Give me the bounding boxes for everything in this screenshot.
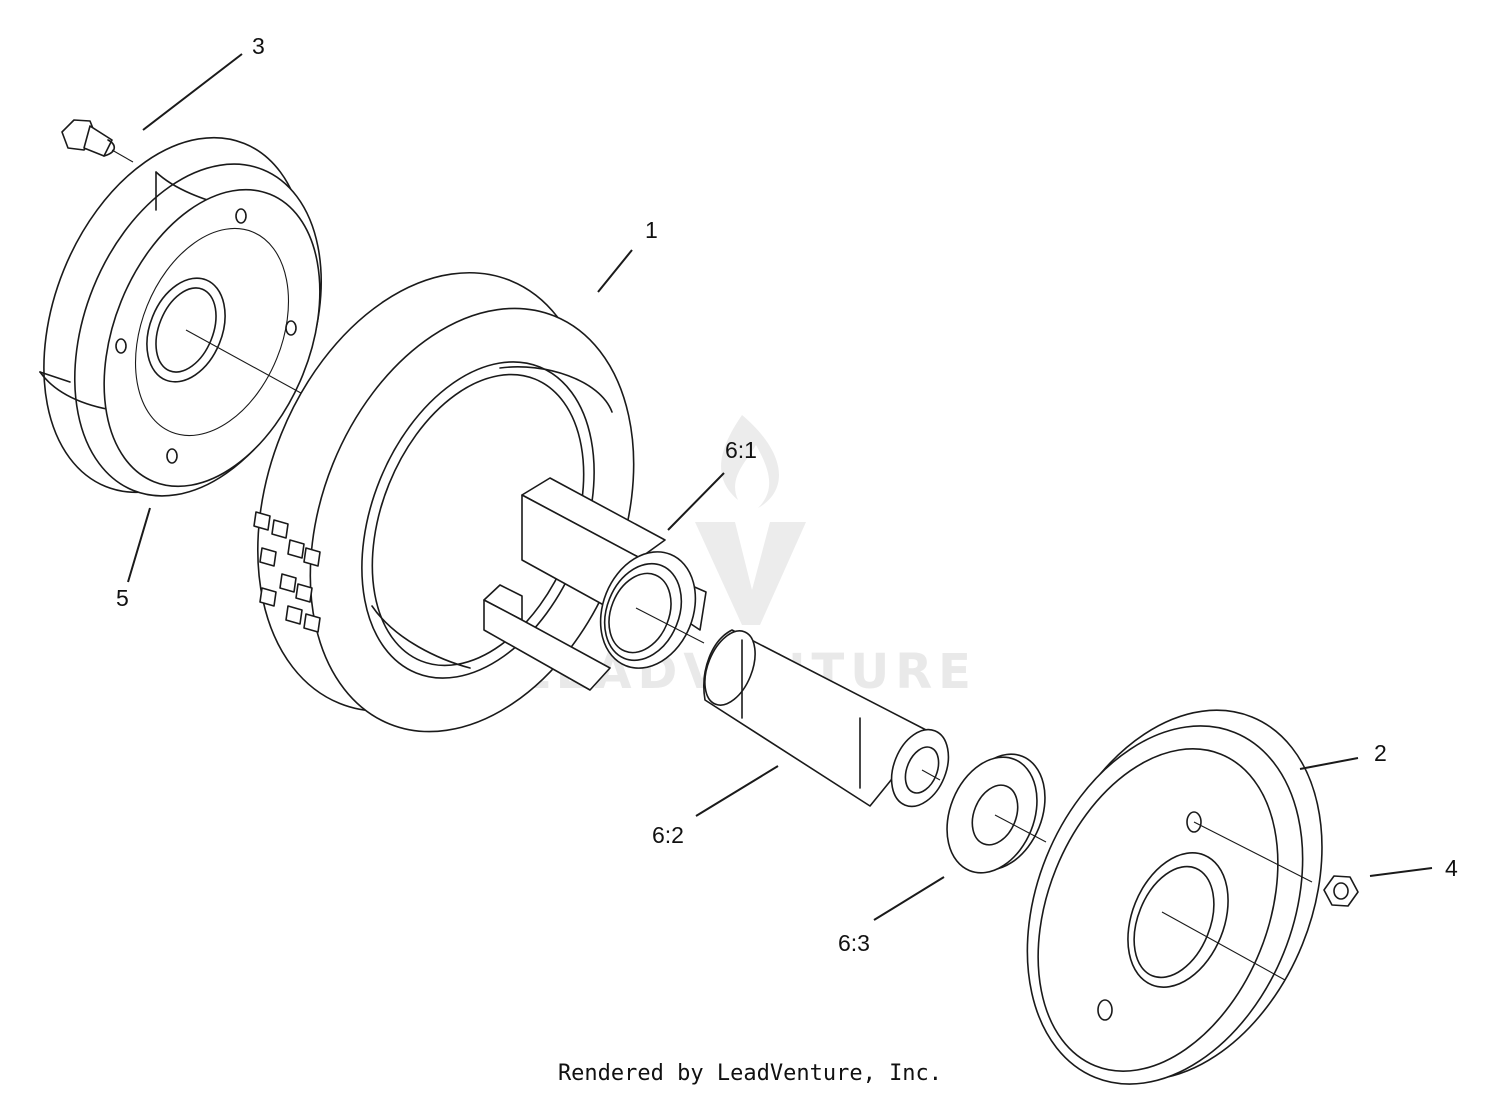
callout-3: 3 xyxy=(252,33,265,59)
part-1-tire xyxy=(253,271,635,733)
leader-6-2 xyxy=(695,765,779,817)
leader-2 xyxy=(1299,757,1359,770)
rendered-by-footer: Rendered by LeadVenture, Inc. xyxy=(557,1061,943,1086)
callout-5: 5 xyxy=(116,585,129,611)
part-6-2-spacer-tube xyxy=(703,629,950,808)
part-6-1-hub xyxy=(483,477,707,691)
leader-4 xyxy=(1369,867,1433,877)
tire-tread-pattern xyxy=(253,511,321,633)
callout-6-1: 6:1 xyxy=(725,437,757,463)
leader-lines xyxy=(127,53,1433,921)
leader-5 xyxy=(127,507,151,583)
part-3-bolt xyxy=(61,119,134,163)
leader-1 xyxy=(597,249,633,293)
callout-6-2: 6:2 xyxy=(652,822,684,848)
leader-6-1 xyxy=(667,472,725,531)
callout-6-3: 6:3 xyxy=(838,930,870,956)
part-2-wheel-half xyxy=(1026,709,1323,1085)
callout-labels: 3 1 5 6:1 6:2 6:3 2 4 xyxy=(116,33,1458,956)
callout-1: 1 xyxy=(645,217,658,243)
callout-4: 4 xyxy=(1445,855,1458,881)
part-6-3-washer xyxy=(946,753,1047,874)
part-5-wheel-half xyxy=(39,136,322,497)
part-4-nut xyxy=(1323,875,1359,907)
leader-6-3 xyxy=(873,876,945,921)
leader-3 xyxy=(142,53,243,131)
callout-2: 2 xyxy=(1374,740,1387,766)
